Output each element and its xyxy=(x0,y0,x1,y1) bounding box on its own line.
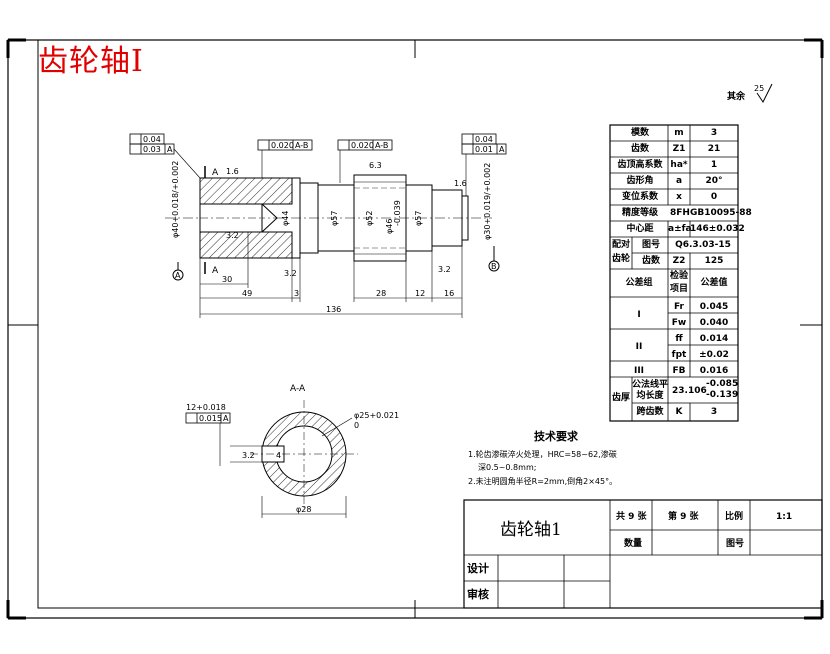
svg-text:0.020: 0.020 xyxy=(271,141,294,150)
dim-30: 30 xyxy=(222,275,232,284)
gdt-frame-2: 0.020 A-B xyxy=(257,139,313,178)
sheet-no: 第 9 张 xyxy=(668,510,700,522)
dia-44: φ44 xyxy=(281,211,290,226)
surface-value: 25 xyxy=(754,84,764,93)
ra-32-b: 3.2 xyxy=(438,265,451,274)
ra-32-c: 3.2 xyxy=(284,269,297,278)
dim-12: 12 xyxy=(415,289,425,298)
dim-28: 28 xyxy=(376,289,386,298)
shaft-view: A A A B φ40+0.018/+0.002 φ44 φ57 φ52 φ46… xyxy=(129,133,507,318)
titleblock-name: 齿轮轴1 xyxy=(500,520,562,540)
sec-28: φ28 xyxy=(296,505,311,514)
dim-3: 3 xyxy=(294,289,299,298)
svg-text:0.04: 0.04 xyxy=(143,135,161,144)
sec-tol-b: 0.015 xyxy=(199,414,222,423)
dia-46: φ46 xyxy=(385,219,394,234)
gdt-frame-3: 0.020 A-B xyxy=(337,139,393,183)
datum-a-label: A xyxy=(175,271,181,280)
section-mark-top: A xyxy=(212,168,219,178)
sec-dia-low: 0 xyxy=(354,421,359,430)
ra-63: 6.3 xyxy=(369,161,382,170)
svg-text:A: A xyxy=(499,145,505,154)
surface-note: 其余 xyxy=(727,90,746,102)
svg-text:A: A xyxy=(167,145,173,154)
review-label: 审核 xyxy=(467,587,489,601)
parameter-table xyxy=(609,124,739,422)
inner-border xyxy=(37,39,823,609)
svg-text:0.020: 0.020 xyxy=(351,141,374,150)
dia-57-left: φ57 xyxy=(330,211,339,226)
sec-dia: φ25+0.021 xyxy=(354,411,399,420)
dim-136: 136 xyxy=(326,305,341,314)
dimensions xyxy=(199,232,463,318)
qty-label: 数量 xyxy=(624,537,642,549)
drawing-title: 齿轮轴I xyxy=(38,44,144,79)
center-marks xyxy=(8,40,822,618)
gdt-frame-4: 0.04 0.01 A xyxy=(461,133,507,196)
section-view: A-A 12+0.018 0.015 A 3.2 4 φ25+0.021 0 φ… xyxy=(185,384,399,518)
tech-line-2: 深0.5~0.8mm; xyxy=(478,463,536,472)
dia-57-right: φ57 xyxy=(414,211,423,226)
scale-label: 比例 xyxy=(725,510,743,522)
svg-text:A-B: A-B xyxy=(295,141,308,150)
section-mark-bottom: A xyxy=(212,266,219,276)
sec-depth: 4 xyxy=(276,451,281,460)
ra-32-a: 3.2 xyxy=(226,231,239,240)
svg-text:A-B: A-B xyxy=(375,141,388,150)
sec-tol-a: 12+0.018 xyxy=(186,403,226,412)
dia-52: φ52 xyxy=(365,211,374,226)
tech-heading: 技术要求 xyxy=(534,429,579,443)
section-title: A-A xyxy=(290,384,306,394)
dia-right: φ30+0.019/+0.002 xyxy=(483,163,492,240)
sheets-total: 共 9 张 xyxy=(616,510,648,522)
ra-16-b: 1.6 xyxy=(454,179,467,188)
datum-b-label: B xyxy=(491,262,497,271)
dim-16: 16 xyxy=(444,289,454,298)
tech-line-1: 1.轮齿渗碳淬火处理，HRC=58~62,渗碳 xyxy=(468,449,617,459)
ra-16-a: 1.6 xyxy=(226,167,239,176)
svg-text:A: A xyxy=(223,414,229,423)
svg-text:0.03: 0.03 xyxy=(143,145,161,154)
dia-46-tol: -0.039 xyxy=(393,200,402,226)
svg-text:0.04: 0.04 xyxy=(475,135,493,144)
sec-ra: 3.2 xyxy=(242,451,255,460)
svg-text:0.01: 0.01 xyxy=(475,145,493,154)
title-block xyxy=(463,499,823,609)
design-label: 设计 xyxy=(467,561,489,575)
dim-49: 49 xyxy=(242,289,252,298)
roughness-icon xyxy=(756,83,773,103)
tech-line-3: 2.未注明圆角半径R=2mm,倒角2×45°。 xyxy=(468,476,617,486)
drawing-no-label: 图号 xyxy=(726,538,744,549)
gdt-frame-1: 0.04 0.03 A xyxy=(129,133,201,179)
scale-value: 1:1 xyxy=(776,512,792,522)
dia-left: φ40+0.018/+0.002 xyxy=(171,161,180,238)
